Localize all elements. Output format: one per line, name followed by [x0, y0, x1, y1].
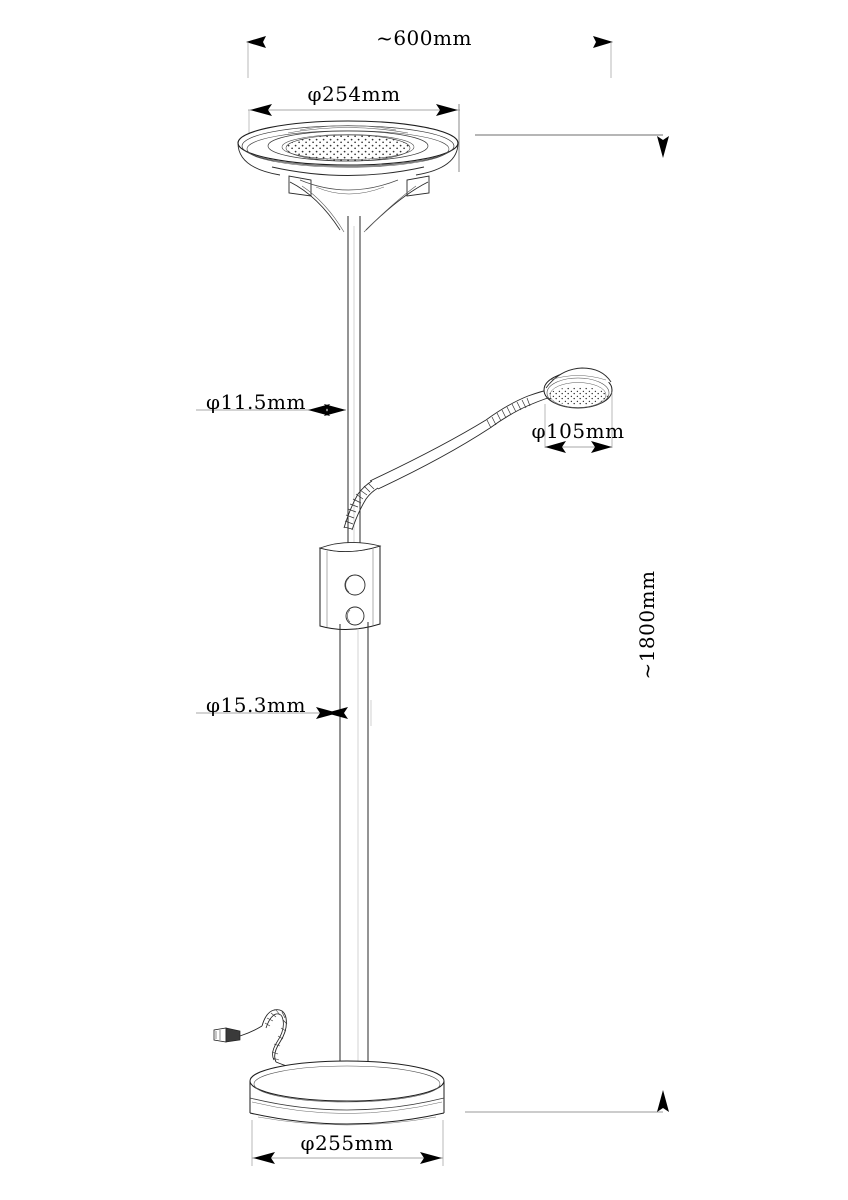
- label-lower-pole-diameter: φ15.3mm: [206, 693, 306, 717]
- arm-lower-edge: [377, 427, 491, 490]
- label-base-diameter: φ255mm: [300, 1131, 393, 1155]
- upper-shade-led-outline: [285, 134, 411, 162]
- upper-shade-highlight-arc-1: [287, 127, 409, 134]
- reading-light-shade: [543, 367, 613, 409]
- label-reading-shade-diameter: φ105mm: [531, 419, 624, 443]
- switch-knob-lower[interactable]: [345, 606, 365, 626]
- arrow-left-base: [253, 1152, 275, 1164]
- base-bottom-edge-shading: [257, 1116, 437, 1126]
- base-bottom-edge: [249, 1112, 445, 1125]
- arrow-left-overall-width: [246, 36, 266, 48]
- power-cord-and-plug: [213, 1009, 331, 1075]
- upper-shade-highlight-arc-2: [299, 125, 397, 131]
- dimension-upper-pole-diameter: φ11.5mm: [196, 390, 346, 416]
- cord-coil-outer: [261, 1009, 287, 1063]
- label-overall-width: ~600mm: [376, 26, 472, 50]
- base-mid-band: [249, 1097, 445, 1111]
- arrow-top-overall-height: [657, 136, 669, 158]
- switch-knob-upper[interactable]: [344, 574, 366, 596]
- coil-lower-inner: [351, 487, 379, 531]
- arrow-left-reading-shade: [545, 441, 566, 453]
- cone-top-curve-2: [315, 186, 385, 195]
- coil-lower-outer: [343, 480, 373, 529]
- switch-box-top-face: [318, 542, 382, 552]
- label-overall-height: ~1800mm: [635, 570, 659, 679]
- switch-knob-lower-shading: [346, 609, 351, 623]
- arrow-right-overall-width: [593, 36, 613, 48]
- base-top-ellipse: [249, 1060, 445, 1102]
- upper-shade-led-field: [286, 135, 410, 161]
- bracket-tab-right: [406, 175, 430, 197]
- coil-upper-outer: [485, 395, 529, 421]
- arrow-right-reading-shade: [591, 441, 612, 453]
- dimension-lower-pole-diameter: φ15.3mm: [196, 693, 372, 726]
- gooseneck-lower-coil: [343, 480, 379, 531]
- upper-shade-underside-curve: [271, 166, 425, 176]
- shade-support-bracket: [288, 175, 430, 233]
- arm-upper-edge: [369, 419, 487, 482]
- base-top-inner-ring: [253, 1065, 441, 1103]
- arrow-right-base: [420, 1152, 442, 1164]
- arrow-bottom-overall-height: [657, 1090, 669, 1112]
- label-upper-pole-diameter: φ11.5mm: [206, 390, 306, 414]
- reading-shade-highlight: [549, 375, 607, 381]
- reading-light-arm: [343, 388, 555, 531]
- cord-segment-plug: [239, 1025, 263, 1037]
- cone-inner-right: [363, 185, 417, 233]
- plug-grip: [225, 1027, 241, 1043]
- reading-shade-ring-1: [546, 377, 610, 409]
- cord-coil-ribs: [264, 1009, 288, 1061]
- arrow-left-upper-shade: [250, 104, 272, 116]
- arrow-left-lower-pole: [326, 707, 348, 719]
- dimension-base-diameter: φ255mm: [251, 1120, 444, 1166]
- arrow-right-upper-pole: [324, 404, 346, 416]
- upper-shade-rim-ring-1: [241, 125, 455, 167]
- gooseneck-upper-coil: [485, 395, 533, 429]
- coil-lower-ribs: [343, 482, 375, 530]
- reading-shade-led-field: [548, 387, 608, 405]
- mains-plug: [213, 1027, 241, 1043]
- dimension-overall-width: ~600mm: [246, 26, 613, 78]
- coil-upper-inner: [489, 403, 533, 429]
- cone-outer-left: [289, 181, 341, 231]
- label-upper-shade-diameter: φ254mm: [307, 82, 400, 106]
- cord-coil-bundle: [261, 1009, 288, 1063]
- coil-upper-ribs: [486, 397, 531, 429]
- lamp-base: [249, 1060, 445, 1126]
- dimmer-switch-box: [318, 542, 382, 630]
- dimension-reading-shade-diameter: φ105mm: [531, 392, 624, 453]
- dimension-overall-height: ~1800mm: [465, 134, 669, 1113]
- base-mid-band-2: [251, 1101, 443, 1114]
- switch-knob-upper-shading: [345, 577, 350, 593]
- upper-shade-underside-right: [415, 142, 459, 176]
- cone-top-curve: [299, 179, 399, 191]
- arrow-right-upper-shade: [436, 104, 458, 116]
- arrow-left-upper-pole: [308, 404, 330, 416]
- upper-shade-underside-left: [237, 142, 281, 176]
- cone-inner-left: [301, 185, 345, 233]
- upper-shade: [237, 120, 459, 176]
